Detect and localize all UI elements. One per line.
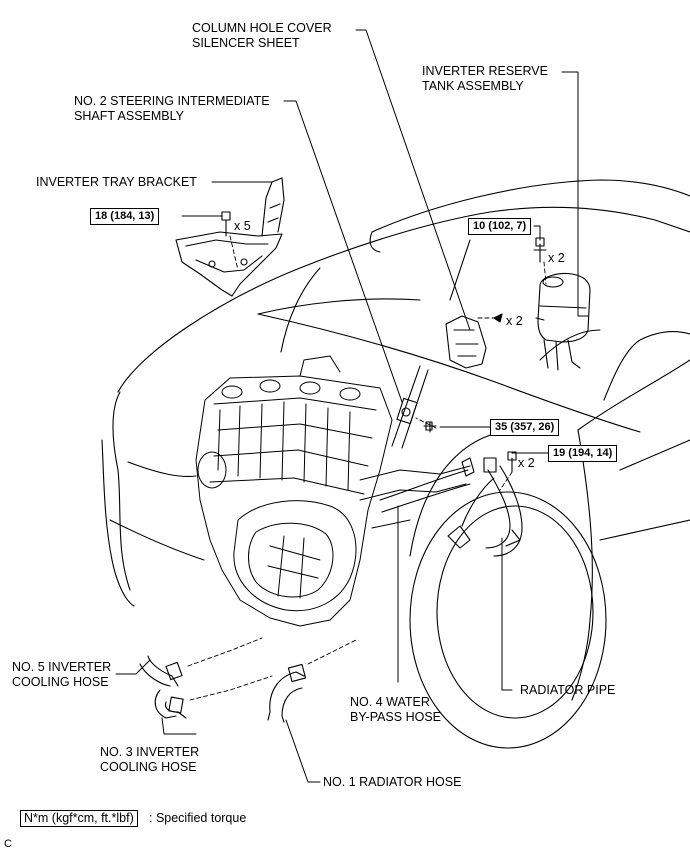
vehicle-body-outline — [101, 179, 690, 701]
inverter-reserve-tank — [533, 237, 591, 371]
steering-shaft — [391, 365, 429, 449]
no5-inverter-cooling-hose — [139, 655, 183, 687]
radiator-pipe — [447, 451, 523, 557]
assembly-dashed-lines — [187, 235, 547, 701]
no3-inverter-cooling-hose-label: NO. 3 INVERTER COOLING HOSE — [100, 745, 200, 774]
column-hole-cover-label: COLUMN HOLE COVER SILENCER SHEET — [192, 21, 332, 50]
quantity-silencer-clips: x 2 — [506, 314, 523, 328]
torque-spec-reserve-tank: 10 (102, 7) — [468, 218, 532, 235]
no4-water-bypass-hose-label: NO. 4 WATER BY-PASS HOSE — [350, 695, 442, 724]
inverter-tray-bracket — [175, 177, 285, 297]
steering-bolt — [423, 421, 437, 433]
no5-inverter-cooling-hose-label: NO. 5 INVERTER COOLING HOSE — [12, 660, 112, 689]
water-bypass-hose — [379, 469, 471, 513]
torque-spec-steering-shaft: 35 (357, 26) — [490, 419, 560, 436]
figure-code: C — [4, 838, 12, 850]
quantity-radiator-pipe-bolts: x 2 — [518, 456, 535, 470]
torque-spec-tray-bracket: 18 (184, 13) — [90, 208, 160, 225]
quantity-tray-bracket-bolts: x 5 — [234, 219, 251, 233]
silencer-sheet — [445, 313, 503, 369]
steering-intermediate-shaft-label: NO. 2 STEERING INTERMEDIATE SHAFT ASSEMB… — [74, 94, 270, 123]
inverter-reserve-tank-label: INVERTER RESERVE TANK ASSEMBLY — [422, 64, 548, 93]
leader-lines — [115, 29, 589, 783]
torque-legend-description: : Specified torque — [149, 811, 247, 825]
quantity-reserve-tank-bolts: x 2 — [548, 251, 565, 265]
engine-assembly — [195, 355, 471, 627]
radiator-pipe-label: RADIATOR PIPE — [520, 683, 616, 697]
torque-legend-unit: N*m (kgf*cm, ft.*lbf) — [20, 810, 138, 827]
no3-inverter-cooling-hose — [154, 689, 187, 719]
no1-radiator-hose-label: NO. 1 RADIATOR HOSE — [323, 775, 462, 789]
no1-radiator-hose — [267, 663, 307, 723]
inverter-tray-bracket-label: INVERTER TRAY BRACKET — [36, 175, 197, 189]
torque-spec-radiator-pipe: 19 (194, 14) — [548, 445, 618, 462]
